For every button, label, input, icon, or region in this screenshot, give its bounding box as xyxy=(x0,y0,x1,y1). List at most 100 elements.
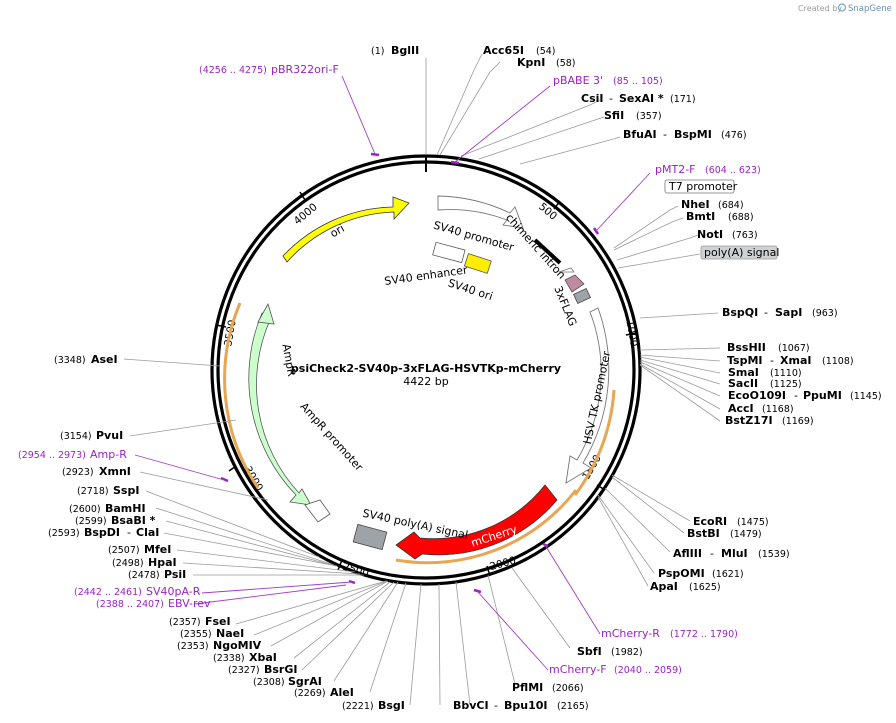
svg-text:(4256 .. 4275): (4256 .. 4275) xyxy=(199,65,267,76)
mcherry-arrow[interactable] xyxy=(395,484,558,560)
site-xmnI[interactable]: (2923) XmnI xyxy=(62,465,131,478)
site-bstZ17I[interactable]: BstZ17I (1169) xyxy=(725,414,814,427)
svg-text:(2478): (2478) xyxy=(128,570,160,581)
site-bsaBI[interactable]: (2599) BsaBI * xyxy=(75,514,156,527)
svg-text:PvuI: PvuI xyxy=(96,429,123,442)
site-ecoRI[interactable]: EcoRI (1475) xyxy=(693,515,769,528)
primer-mcherry-f[interactable]: mCherry-F (2040 .. 2059) xyxy=(549,663,682,676)
svg-text:-: - xyxy=(609,92,613,105)
svg-text:(1479): (1479) xyxy=(730,529,762,540)
polyA-signal-box[interactable]: poly(A) signal xyxy=(700,245,779,260)
site-sbfI[interactable]: SbfI (1982) xyxy=(577,645,643,658)
site-aflIII[interactable]: AflIII - MluI (1539) xyxy=(673,547,790,560)
svg-text:(2040 .. 2059): (2040 .. 2059) xyxy=(614,665,682,676)
site-pspOMI[interactable]: PspOMI (1621) xyxy=(658,567,744,580)
svg-text:(1145): (1145) xyxy=(850,391,882,402)
polyA-mark[interactable] xyxy=(573,287,591,305)
site-bbvCI[interactable]: BbvCI - Bpu10I (2165) xyxy=(453,699,589,712)
site-psiI[interactable]: (2478) PsiI xyxy=(128,568,186,581)
sv40-polyA-box[interactable] xyxy=(352,523,388,551)
svg-text:(54): (54) xyxy=(536,46,556,57)
svg-text:BstBI: BstBI xyxy=(687,527,720,540)
svg-text:BbvCI: BbvCI xyxy=(453,699,489,712)
site-aseI[interactable]: (3348) AseI xyxy=(54,353,118,366)
site-bspQI[interactable]: BspQI - SapI (963) xyxy=(722,306,838,319)
svg-text:(3154): (3154) xyxy=(60,431,92,442)
svg-text:BmtI: BmtI xyxy=(686,210,715,223)
svg-text:XmnI: XmnI xyxy=(99,465,131,478)
svg-text:(2327): (2327) xyxy=(228,665,260,676)
primer-amp-r[interactable]: (2954 .. 2973) Amp-R xyxy=(18,448,127,461)
svg-text:(963): (963) xyxy=(812,308,838,319)
primer-pbr322ori-f[interactable]: (4256 .. 4275) pBR322ori-F xyxy=(199,63,339,76)
t7-promoter-box[interactable]: T7 promoter xyxy=(664,179,738,194)
site-bamHI[interactable]: (2600) BamHI xyxy=(69,502,146,515)
chimeric-intron-mark[interactable] xyxy=(533,238,562,265)
site-nheI[interactable]: NheI (684) xyxy=(681,198,744,211)
site-sfiI[interactable]: SfiI (357) xyxy=(604,109,662,122)
svg-text:(2353): (2353) xyxy=(177,641,209,652)
svg-text:SbfI: SbfI xyxy=(577,645,602,658)
svg-text:(1621): (1621) xyxy=(712,569,744,580)
svg-text:(1): (1) xyxy=(371,46,384,57)
primer-ebv-rev[interactable]: (2388 .. 2407) EBV-rev xyxy=(96,597,211,610)
site-bssHII[interactable]: BssHII (1067) xyxy=(727,341,810,354)
site-sacII[interactable]: SacII (1125) xyxy=(728,377,802,390)
site-kpnI[interactable]: KpnI (58) xyxy=(517,56,576,69)
site-fseI[interactable]: (2357) FseI xyxy=(169,615,231,628)
ori-arrow[interactable] xyxy=(282,196,410,263)
svg-text:SexAI *: SexAI * xyxy=(619,92,664,105)
ampr-promoter-box[interactable] xyxy=(304,499,331,523)
site-accI[interactable]: AccI (1168) xyxy=(728,402,794,415)
site-smaI[interactable]: SmaI (1110) xyxy=(728,366,802,379)
site-bglII[interactable]: (1) BglII xyxy=(371,44,419,57)
site-sspI[interactable]: (2718) SspI xyxy=(77,484,139,497)
ampr-promoter-label: AmpR promoter xyxy=(297,400,365,474)
site-sgrAI[interactable]: (2308) SgrAI xyxy=(253,675,322,688)
site-bsrGI[interactable]: (2327) BsrGI xyxy=(228,663,297,676)
svg-text:SV40pA-R: SV40pA-R xyxy=(146,585,201,598)
site-acc65I[interactable]: Acc65I (54) xyxy=(483,44,556,57)
site-bfuAI[interactable]: BfuAI - BspMI (476) xyxy=(623,128,747,141)
flag-arrow[interactable] xyxy=(564,274,585,293)
sv40-promoter-arrow[interactable] xyxy=(437,195,524,229)
site-bsgI[interactable]: (2221) BsgI xyxy=(342,699,405,712)
site-notI[interactable]: NotI (763) xyxy=(697,228,758,241)
svg-text:-: - xyxy=(710,547,714,560)
primer-pbabe3[interactable]: pBABE 3' (85 .. 105) xyxy=(553,74,663,87)
svg-text:(2388 .. 2407): (2388 .. 2407) xyxy=(96,599,164,610)
hsv-tk-promoter-arrow[interactable] xyxy=(565,307,610,484)
site-eco0109I[interactable]: EcoO109I - PpuMI (1145) xyxy=(728,389,882,402)
svg-text:(171): (171) xyxy=(670,94,696,105)
site-xbaI[interactable]: (2338) XbaI xyxy=(213,651,277,664)
site-apaI[interactable]: ApaI (1625) xyxy=(650,580,721,593)
site-mfeI[interactable]: (2507) MfeI xyxy=(108,543,171,556)
plasmid-size: 4422 bp xyxy=(403,375,448,388)
primer-pmt2-f[interactable]: pMT2-F (604 .. 623) xyxy=(655,163,761,176)
site-bmtI[interactable]: BmtI (688) xyxy=(686,210,754,223)
t7-promoter-mark[interactable] xyxy=(558,267,575,273)
site-aleI[interactable]: (2269) AleI xyxy=(294,686,354,699)
primer-sv40pa-r[interactable]: (2442 .. 2461) SV40pA-R xyxy=(74,585,201,598)
sv40-enhancer-box[interactable] xyxy=(432,241,466,264)
svg-text:FseI: FseI xyxy=(205,615,231,628)
site-bspDI[interactable]: (2593) BspDI - ClaI xyxy=(48,526,159,539)
watermark-brand: SnapGene xyxy=(848,4,892,14)
site-hpaI[interactable]: (2498) HpaI xyxy=(112,556,177,569)
svg-text:(1168): (1168) xyxy=(762,404,794,415)
svg-text:(1125): (1125) xyxy=(770,379,802,390)
site-csiI[interactable]: CsiI - SexAI * (171) xyxy=(581,92,696,105)
site-tspMI[interactable]: TspMI - XmaI (1108) xyxy=(727,354,854,367)
svg-text:SspI: SspI xyxy=(113,484,139,497)
site-naeI[interactable]: (2355) NaeI xyxy=(180,627,244,640)
svg-text:EBV-rev: EBV-rev xyxy=(168,597,211,610)
site-pflMI[interactable]: PflMI (2066) xyxy=(512,681,584,694)
site-pvuI[interactable]: (3154) PvuI xyxy=(60,429,123,442)
svg-text:(2442 .. 2461): (2442 .. 2461) xyxy=(74,587,142,598)
site-bstBI[interactable]: BstBI (1479) xyxy=(687,527,762,540)
site-ngoMIV[interactable]: (2353) NgoMIV xyxy=(177,639,262,652)
sv40-ori-box[interactable] xyxy=(463,253,492,274)
svg-text:Amp-R: Amp-R xyxy=(90,448,127,461)
primer-mcherry-r[interactable]: mCherry-R (1772 .. 1790) xyxy=(601,627,738,640)
ampr-track xyxy=(223,302,260,489)
